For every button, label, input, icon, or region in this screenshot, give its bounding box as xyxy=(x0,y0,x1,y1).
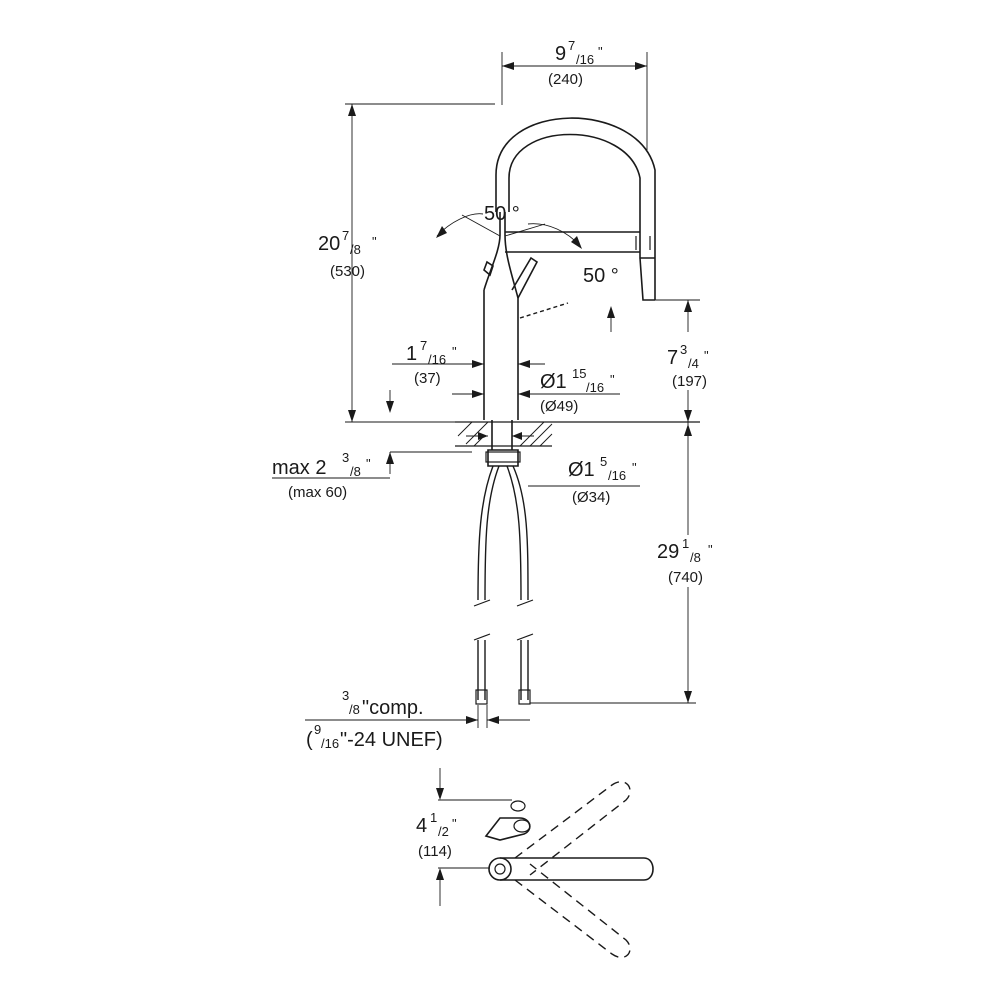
top-depth-num: 1 xyxy=(430,810,437,825)
body-dia-slash-den: /16 xyxy=(586,380,604,395)
faucet-top-view: 4 1 /2 " (114) xyxy=(416,768,654,959)
outlet-metric: (197) xyxy=(672,373,707,390)
deck-num: 3 xyxy=(342,450,349,465)
reach-slash-den: /16 xyxy=(576,52,594,67)
faucet-body xyxy=(483,234,519,420)
deck-prefix: max 2 xyxy=(272,457,326,479)
top-body-circle xyxy=(488,857,512,881)
height-slash-den: /8 xyxy=(350,242,361,257)
hose-left-inner xyxy=(484,465,500,700)
hose-unit: " xyxy=(708,542,713,557)
hole-dia-prefix: Ø1 xyxy=(568,459,595,481)
conn-thread-slash-den: /16 xyxy=(321,736,339,751)
handle-num: 7 xyxy=(420,338,427,353)
top-spout xyxy=(500,857,654,881)
deck-mounting xyxy=(455,420,700,467)
faucet-neck xyxy=(499,212,506,235)
top-body-inner xyxy=(494,863,506,875)
deck-slash-den: /8 xyxy=(350,464,361,479)
dim-handle-offset: 1 7 /16 " (37) xyxy=(392,338,545,387)
conn-open: ( xyxy=(306,729,313,751)
reach-metric: (240) xyxy=(548,71,583,88)
lever-left xyxy=(483,260,494,277)
deck-unit: " xyxy=(366,456,371,471)
hose-num: 1 xyxy=(682,536,689,551)
spray-head xyxy=(639,232,655,301)
conn-thread-suffix: "-24 UNEF) xyxy=(340,729,443,751)
body-dia-metric: (Ø49) xyxy=(540,398,578,415)
body-dia-num: 15 xyxy=(572,366,586,381)
hose-right-outer xyxy=(506,465,522,700)
dim-height: 20 7 /8 " (530) xyxy=(318,103,495,423)
supply-hoses xyxy=(473,465,534,705)
faucet-side-view xyxy=(483,117,656,420)
top-depth-whole: 4 xyxy=(416,815,427,837)
conn-thread-num: 9 xyxy=(314,722,321,737)
hole-dia-metric: (Ø34) xyxy=(572,489,610,506)
hose-slash-den: /8 xyxy=(690,550,701,565)
top-depth-slash-den: /2 xyxy=(438,824,449,839)
handle-metric: (37) xyxy=(414,370,441,387)
top-handle-knob xyxy=(513,819,531,833)
deck-metric: (max 60) xyxy=(288,484,347,501)
dim-body-diameter: Ø1 15 /16 " (Ø49) xyxy=(386,366,620,415)
outlet-unit: " xyxy=(704,348,709,363)
hose-whole: 29 xyxy=(657,541,679,563)
conn-slash-den: /8 xyxy=(349,702,360,717)
reach-whole: 9 xyxy=(555,43,566,65)
conn-num: 3 xyxy=(342,688,349,703)
hole-dia-unit: " xyxy=(632,460,637,475)
spout-arc-outer xyxy=(495,117,656,300)
dim-spout-reach: 9 7 /16 " (240) xyxy=(501,38,648,150)
top-handle-alt xyxy=(510,800,526,812)
lever-handle xyxy=(511,256,539,299)
body-dia-unit: " xyxy=(610,372,615,387)
hose-fitting-left xyxy=(475,689,488,705)
top-depth-metric: (114) xyxy=(418,843,452,860)
deck-hatch xyxy=(457,421,553,447)
height-metric: (530) xyxy=(330,263,365,280)
mounting-nut xyxy=(485,451,521,463)
top-swing-upper xyxy=(514,781,631,876)
height-whole: 20 xyxy=(318,233,340,255)
outlet-whole: 7 xyxy=(667,347,678,369)
lever-swing-line xyxy=(519,302,569,319)
handle-slash-den: /16 xyxy=(428,352,446,367)
outlet-slash-den: /4 xyxy=(688,356,699,371)
handle-unit: " xyxy=(452,344,457,359)
mounting-shank xyxy=(487,420,519,467)
reach-unit: " xyxy=(598,44,603,59)
spray-holder xyxy=(505,231,640,253)
swivel-angle-1: 50 ° xyxy=(484,203,520,225)
hole-dia-num: 5 xyxy=(600,454,607,469)
swivel-angle-2: 50 ° xyxy=(583,265,619,287)
dim-deck-thickness: max 2 3 /8 " (max 60) xyxy=(272,450,472,501)
conn-suffix: "comp. xyxy=(362,697,424,719)
body-dia-prefix: Ø1 xyxy=(540,371,567,393)
hose-metric: (740) xyxy=(668,569,703,586)
dim-hole-diameter: Ø1 5 /16 " (Ø34) xyxy=(466,432,640,506)
height-num: 7 xyxy=(342,228,349,243)
dim-hose-length: 29 1 /8 " (740) xyxy=(530,422,725,704)
spout-arc-inner xyxy=(508,133,641,232)
reach-num: 7 xyxy=(568,38,575,53)
top-depth-unit: " xyxy=(452,816,457,831)
handle-whole: 1 xyxy=(406,343,417,365)
hose-fitting-right xyxy=(518,689,531,705)
hole-dia-slash-den: /16 xyxy=(608,468,626,483)
top-handle xyxy=(484,817,531,841)
top-swing-lower xyxy=(514,863,631,959)
height-unit: " xyxy=(372,234,377,249)
dim-connection: 3 /8 "comp. ( 9 /16 "-24 UNEF) xyxy=(305,688,530,751)
outlet-num: 3 xyxy=(680,342,687,357)
dim-swivel-angles: 50 ° 50 ° xyxy=(436,203,619,332)
hose-break-marks xyxy=(473,599,534,641)
dim-outlet-height: 7 3 /4 " (197) xyxy=(655,299,709,422)
